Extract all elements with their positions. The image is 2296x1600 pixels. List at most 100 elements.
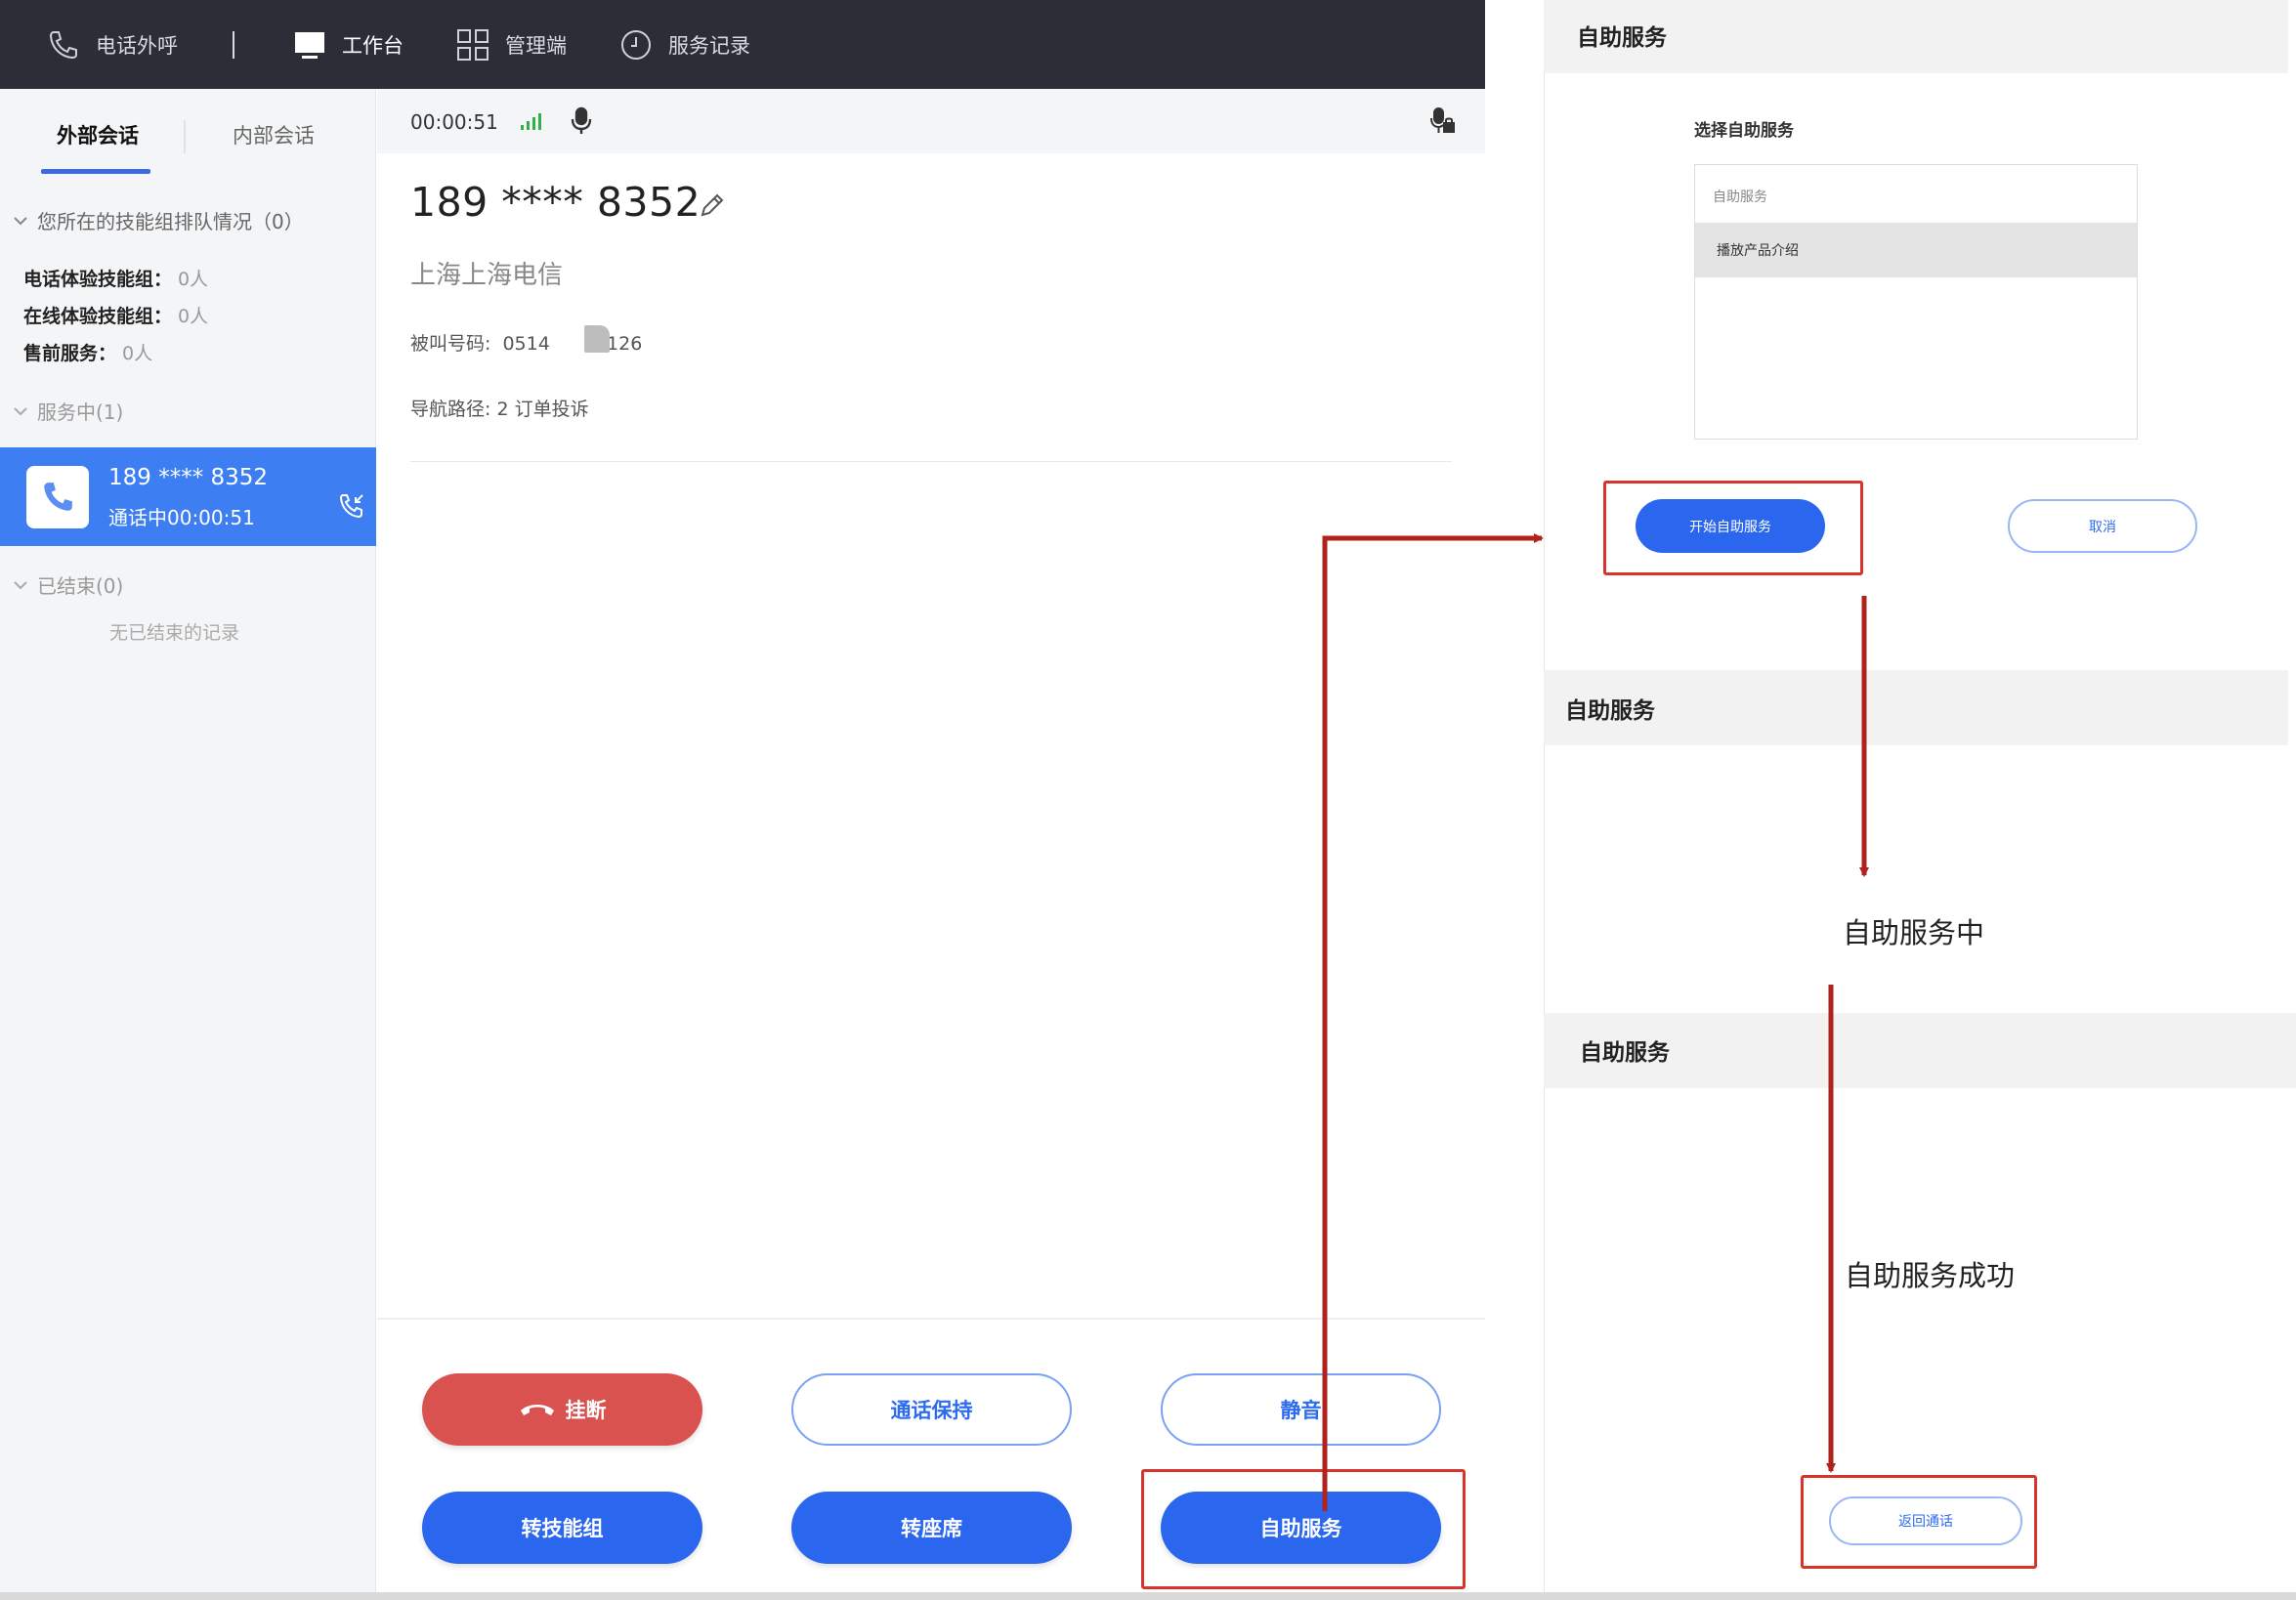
hold-button[interactable]: 通话保持 [791,1373,1072,1446]
bottom-rule [0,1592,2296,1600]
pencil-icon[interactable] [698,190,727,220]
queue-name: 电话体验技能组 [23,269,154,290]
monitor-icon [295,31,324,59]
active-call-item[interactable]: 189 **** 8352 通话中00:00:51 [0,447,376,546]
tab-internal[interactable]: 内部会话 [233,124,315,147]
nav-admin-label: 管理端 [505,33,567,58]
active-call-status: 通话中00:00:51 [108,506,255,529]
service-list-header: 自助服务 [1713,189,1767,205]
highlight-box-self-service [1141,1469,1466,1589]
nav-records-label: 服务记录 [668,33,750,58]
queue-section-header[interactable]: 您所在的技能组排队情况（0） [12,206,304,234]
top-nav: 电话外呼 工作台 管理端 服务记录 [0,0,1485,89]
nav-workbench[interactable]: 工作台 [293,0,404,89]
return-to-call-label: 返回通话 [1898,1514,1953,1530]
arrow-to-panel-1 [1322,533,1544,1511]
flow-panel-3-title: 自助服务 [1580,1040,1670,1066]
transfer-seat-button[interactable]: 转座席 [791,1492,1072,1564]
microphone-icon[interactable] [569,106,594,136]
called-number-label: 被叫号码: [410,333,491,355]
caller-number: 189 **** 8352 [410,179,702,226]
mute-button[interactable]: 静音 [1161,1373,1441,1446]
highlight-box-return [1801,1475,2037,1569]
hold-label: 通话保持 [890,1399,973,1422]
grid-icon [457,28,489,61]
nav-outbound[interactable]: 电话外呼 [47,0,178,89]
self-service-button[interactable]: 自助服务 [1161,1492,1441,1564]
cancel-label: 取消 [2089,519,2116,535]
nav-divider [233,30,234,59]
nav-records[interactable]: 服务记录 [619,0,750,89]
queue-header-label: 您所在的技能组排队情况（0） [37,210,304,233]
tab-separator [184,120,186,153]
session-tabs: 外部会话 内部会话 [0,89,375,180]
mute-label: 静音 [1280,1399,1322,1422]
signal-icon [521,113,541,130]
call-detail-panel: 00:00:51 189 **** 8352 上海上海电信 被叫号码: 0514 [377,89,1485,1600]
phone-icon [44,483,72,511]
chevron-down-icon [14,406,27,415]
called-number-prefix: 0514 [502,333,550,355]
self-service-success-text: 自助服务成功 [1845,1259,2016,1292]
queue-count: 0人 [178,306,209,327]
queue-separator: ： [153,269,173,290]
highlight-box-start [1603,481,1863,575]
queue-count: 0人 [122,343,153,364]
transfer-group-label: 转技能组 [521,1517,604,1540]
active-call-number: 189 **** 8352 [108,465,269,490]
call-status-bar: 00:00:51 [377,89,1485,153]
hangup-label: 挂断 [565,1399,607,1422]
start-self-service-button[interactable]: 开始自助服务 [1636,499,1825,553]
hangup-button[interactable]: 挂断 [422,1373,702,1446]
queue-separator: ： [98,343,117,364]
queue-name: 在线体验技能组 [23,306,154,327]
chevron-down-icon [14,580,27,589]
transfer-seat-label: 转座席 [901,1517,962,1540]
hangup-icon [520,1405,554,1415]
service-list: 自助服务 播放产品介绍 [1694,164,2138,440]
self-service-label: 自助服务 [1259,1517,1342,1540]
ended-header-label: 已结束(0) [37,574,124,598]
ended-empty-text: 无已结束的记录 [109,622,240,644]
flow-panel-1-header: 自助服务 [1544,0,2288,73]
self-service-in-progress-text: 自助服务中 [1843,916,1985,949]
tab-external[interactable]: 外部会话 [57,124,139,147]
start-self-service-label: 开始自助服务 [1689,519,1771,535]
tab-active-indicator [41,169,150,174]
caller-carrier: 上海上海电信 [410,261,564,290]
nav-admin[interactable]: 管理端 [456,0,567,89]
return-to-call-button[interactable]: 返回通话 [1829,1496,2022,1545]
cancel-button[interactable]: 取消 [2008,499,2197,553]
incoming-call-icon [339,494,363,519]
session-sidebar: 外部会话 内部会话 您所在的技能组排队情况（0） 电话体验技能组：0人 在线体验… [0,89,376,1600]
queue-name: 售前服务 [23,343,99,364]
ended-section-header[interactable]: 已结束(0) [12,570,123,599]
redaction-mark [584,325,610,353]
mic-lock-icon[interactable] [1428,106,1456,136]
call-timer: 00:00:51 [410,110,498,134]
flow-panel-border [1544,73,1545,1592]
call-avatar [26,466,89,528]
info-divider [410,461,1452,462]
flow-panel-2-header: 自助服务 [1544,670,2288,745]
queue-separator: ： [153,306,173,327]
navigation-path: 导航路径: 2 订单投诉 [410,399,589,420]
transfer-group-button[interactable]: 转技能组 [422,1492,702,1564]
select-service-label: 选择自助服务 [1694,121,1794,141]
clock-icon [621,29,651,60]
call-action-area: 挂断 通话保持 静音 转技能组 转座席 自助服务 [377,1318,1485,1600]
queue-row: 在线体验技能组：0人 [23,302,208,328]
service-list-item[interactable]: 播放产品介绍 [1695,223,2137,277]
queue-row: 电话体验技能组：0人 [23,265,208,291]
in-service-section-header[interactable]: 服务中(1) [12,397,123,425]
chevron-down-icon [14,216,27,225]
in-service-header-label: 服务中(1) [37,400,124,424]
nav-outbound-label: 电话外呼 [96,33,178,58]
service-list-item-label: 播放产品介绍 [1717,243,1799,259]
nav-workbench-label: 工作台 [342,33,404,58]
queue-count: 0人 [178,269,209,290]
queue-row: 售前服务：0人 [23,339,152,365]
flow-panel-3-header: 自助服务 [1544,1013,2296,1088]
